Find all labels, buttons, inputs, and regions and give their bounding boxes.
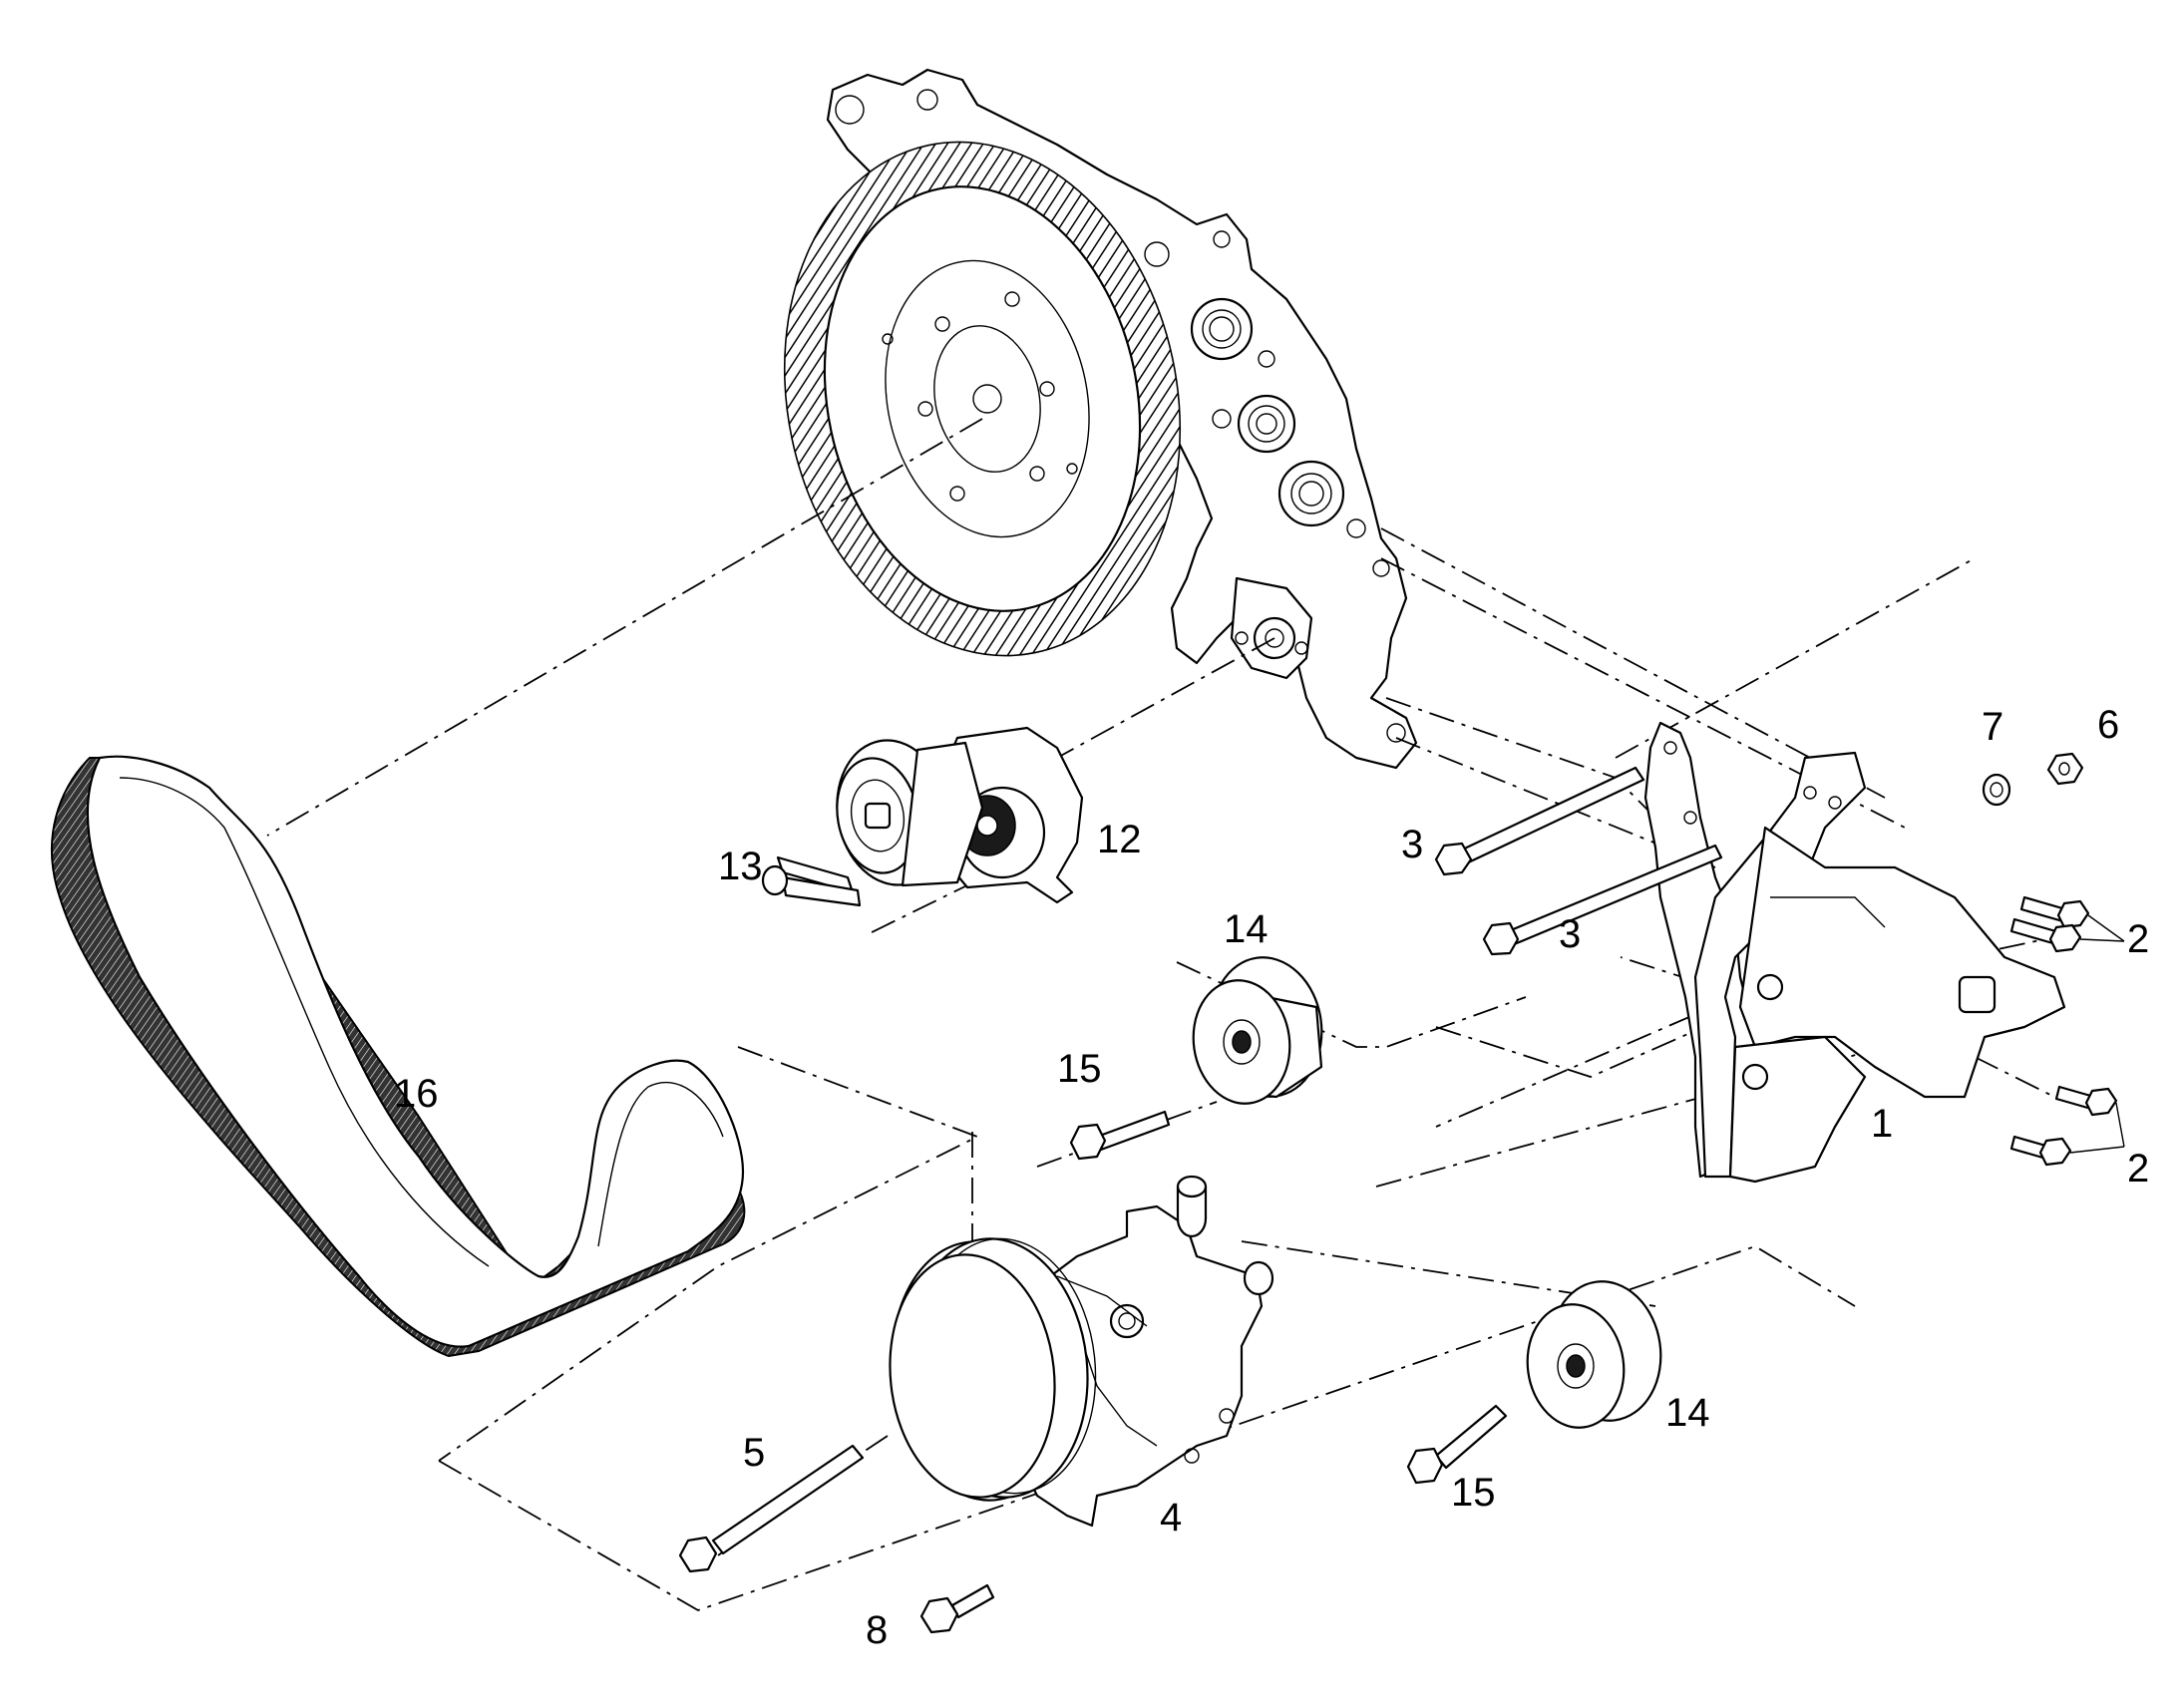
mounting-bracket bbox=[1643, 721, 2066, 1184]
callout-7: 7 bbox=[1982, 705, 2003, 749]
idler-bolt-lower bbox=[1406, 1404, 1508, 1485]
callout-1: 1 bbox=[1871, 1102, 1893, 1146]
compressor-long-bolt bbox=[678, 1444, 865, 1573]
callout-4: 4 bbox=[1160, 1496, 1182, 1539]
callout-2-lower: 2 bbox=[2127, 1147, 2149, 1191]
tensioner-bolt bbox=[761, 855, 862, 907]
ac-compressor bbox=[889, 1175, 1274, 1528]
callout-16: 16 bbox=[394, 1072, 439, 1116]
callout-15-upper: 15 bbox=[1057, 1047, 1102, 1091]
nut-and-washer bbox=[1982, 752, 2084, 807]
callout-14-upper: 14 bbox=[1224, 907, 1269, 951]
compressor-short-bolt bbox=[919, 1583, 995, 1634]
idler-pulley-lower bbox=[1526, 1280, 1662, 1429]
callout-5: 5 bbox=[743, 1431, 765, 1475]
callout-13: 13 bbox=[718, 845, 763, 888]
callout-6: 6 bbox=[2097, 703, 2119, 747]
idler-bolt-upper bbox=[1069, 1110, 1171, 1161]
callout-12: 12 bbox=[1097, 818, 1142, 861]
serpentine-belt bbox=[51, 755, 746, 1358]
belt-tensioner bbox=[836, 726, 1084, 904]
callout-labels: 1 2 2 3 3 4 5 6 7 8 12 13 14 14 15 15 16 bbox=[394, 703, 2149, 1652]
callout-3-lower: 3 bbox=[1559, 912, 1581, 956]
callout-8: 8 bbox=[866, 1608, 888, 1652]
bracket-bolts bbox=[2009, 895, 2125, 1167]
idler-pulley-upper bbox=[1192, 956, 1323, 1105]
callout-3-upper: 3 bbox=[1401, 823, 1423, 866]
flywheel bbox=[783, 141, 1182, 657]
gear-bores bbox=[1190, 297, 1390, 577]
callout-15-lower: 15 bbox=[1451, 1471, 1496, 1515]
long-studs bbox=[1434, 766, 1723, 956]
callout-2-upper: 2 bbox=[2127, 917, 2149, 961]
callout-14-lower: 14 bbox=[1665, 1391, 1710, 1435]
